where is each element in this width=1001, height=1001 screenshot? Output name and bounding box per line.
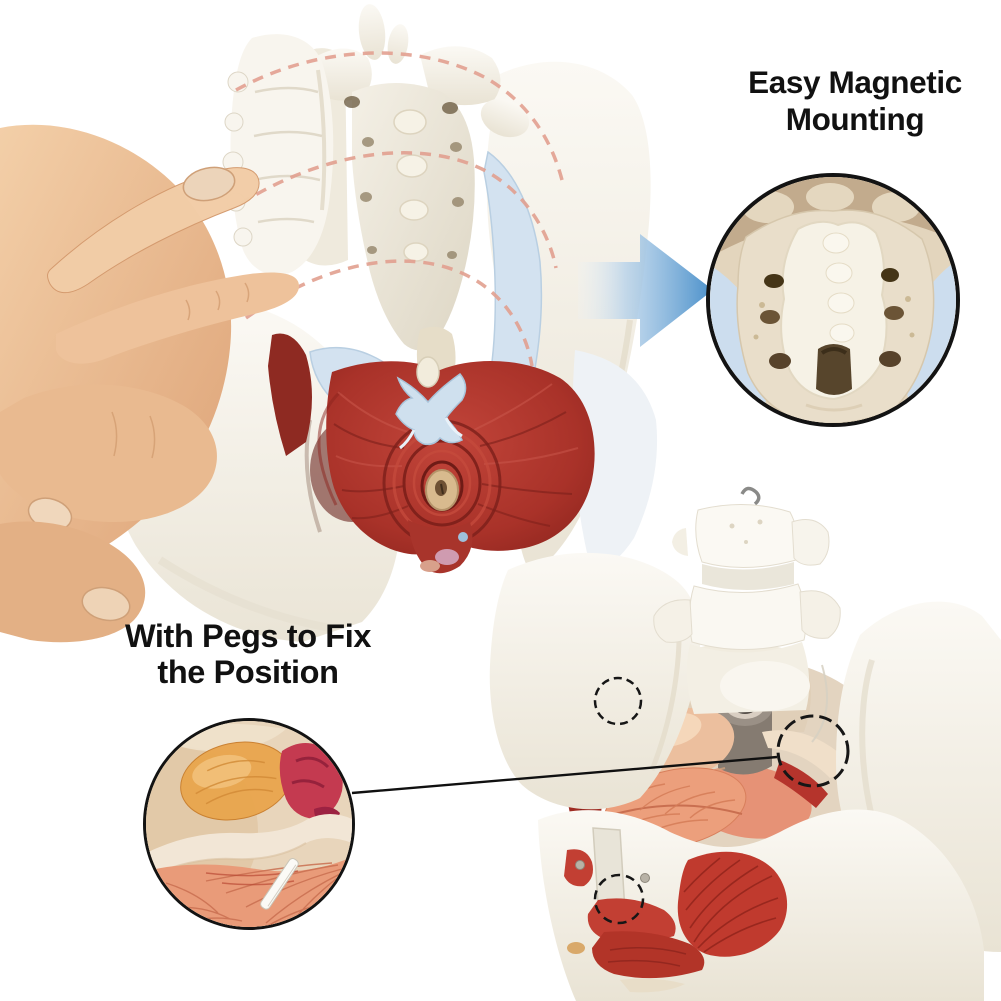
magnetic-mounting-caption: Easy Magnetic Mounting bbox=[698, 64, 1001, 138]
coccyx-ligament bbox=[395, 356, 467, 450]
peg-closeup-illustration bbox=[146, 721, 352, 927]
caption-line: Mounting bbox=[785, 101, 925, 137]
ovary-closeup bbox=[180, 741, 292, 821]
thumb-nail bbox=[182, 166, 236, 202]
fixing-peg bbox=[260, 858, 299, 910]
sacral-foramen bbox=[764, 274, 784, 288]
pelvic-floor-muscle bbox=[310, 360, 595, 574]
pelvis-model-posterior-figure bbox=[0, 4, 658, 643]
caption-line: With Pegs to Fix bbox=[124, 618, 372, 654]
ligament-band-closeup bbox=[146, 814, 352, 875]
obturator-muscle-patch bbox=[677, 851, 788, 957]
finger-nail bbox=[81, 586, 131, 622]
metal-hook bbox=[740, 486, 761, 506]
placement-guide-dashes bbox=[235, 51, 564, 367]
peg-closeup-photo bbox=[143, 718, 355, 930]
magnet-mount-closeup-photo bbox=[706, 173, 960, 427]
caption-line: Easy Magnetic bbox=[748, 64, 962, 100]
detached-sacrum-piece bbox=[222, 34, 334, 276]
pelvis-model-organs-figure bbox=[489, 486, 1001, 1001]
lumbar-vertebrae bbox=[653, 486, 841, 743]
sacrum-closeup-illustration bbox=[710, 177, 956, 423]
magnetic-mount-arrow-icon bbox=[578, 234, 713, 347]
hand-figure bbox=[0, 124, 299, 643]
caption-line: the Position bbox=[157, 654, 339, 690]
left-muscle-sliver bbox=[268, 333, 312, 456]
pegs-caption: With Pegs to Fix the Position bbox=[84, 618, 412, 690]
